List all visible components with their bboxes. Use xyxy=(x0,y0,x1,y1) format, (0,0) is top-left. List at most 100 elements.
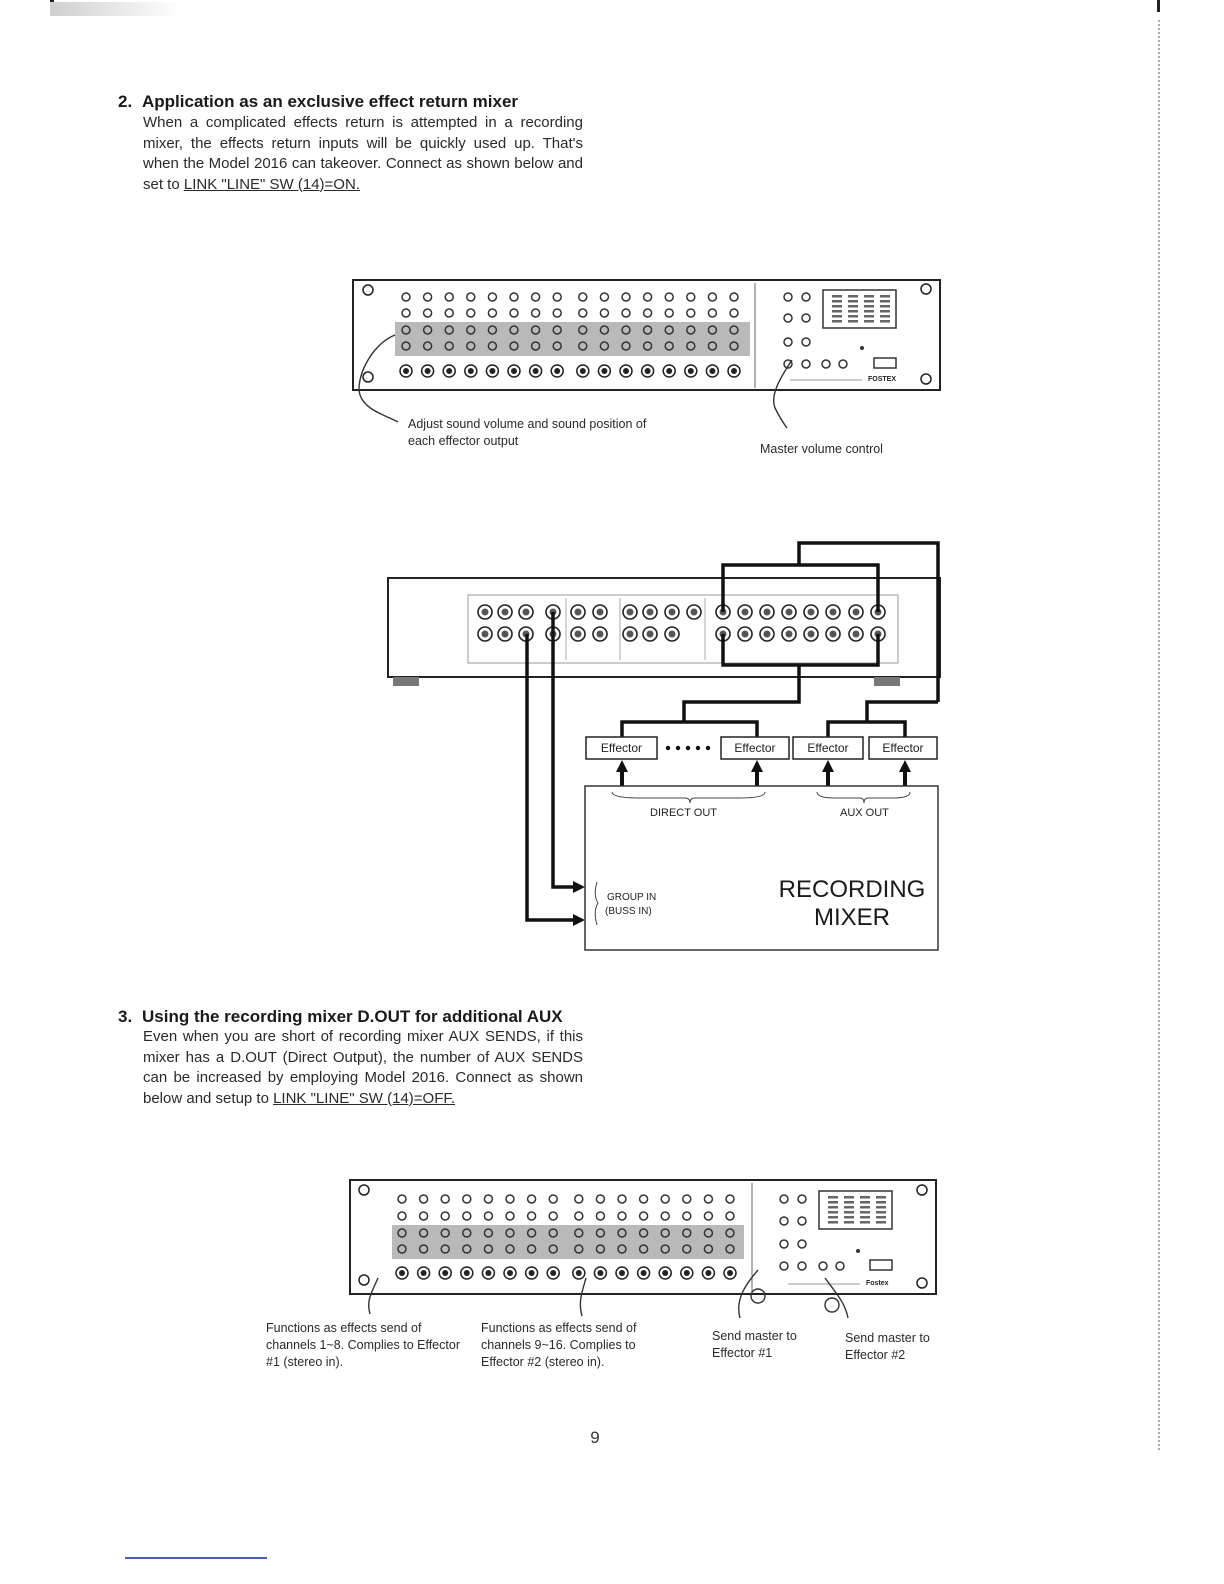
channel-knob xyxy=(418,1194,429,1204)
channel-knob xyxy=(617,1244,627,1254)
channel-knob xyxy=(725,1194,735,1204)
channel-knob xyxy=(552,292,562,302)
meter-segment xyxy=(828,1206,838,1209)
section-3-number: 3. xyxy=(118,1007,133,1026)
meter-segment xyxy=(876,1211,886,1214)
meter-segment xyxy=(832,315,842,318)
channel-knob xyxy=(595,1244,606,1254)
meter-segment xyxy=(848,305,858,308)
section-2-title: Application as an exclusive effect retur… xyxy=(142,92,519,111)
scan-smudge xyxy=(50,2,180,16)
meter-segment xyxy=(828,1216,838,1219)
recorder-jack-center xyxy=(668,630,676,638)
channel-knob xyxy=(574,1228,584,1238)
channel-knob xyxy=(686,292,696,302)
channel-knob xyxy=(642,292,653,302)
channel-knob xyxy=(638,1194,649,1204)
meter-segment xyxy=(860,1206,870,1209)
input-jack-center xyxy=(575,1270,582,1276)
section-3-paragraph: Even when you are short of recording mix… xyxy=(143,1027,583,1109)
aux-out-label: AUX OUT xyxy=(840,807,889,819)
input-jack-center xyxy=(619,1270,625,1276)
input-jack-center xyxy=(623,368,629,374)
channel-knob xyxy=(578,308,588,318)
input-jack-center xyxy=(683,1270,690,1276)
channel-knob xyxy=(422,325,433,335)
input-jack-center xyxy=(640,1270,647,1276)
meter-segment xyxy=(876,1201,886,1204)
channel-knob xyxy=(638,1228,649,1238)
channel-knob xyxy=(595,1228,606,1238)
channel-knob xyxy=(505,1244,515,1254)
meter-segment xyxy=(848,315,858,318)
channel-knob xyxy=(548,1211,558,1221)
channel-knob xyxy=(397,1244,407,1254)
channel-knob xyxy=(401,325,411,335)
input-jack-center xyxy=(662,1270,669,1276)
input-jack-center xyxy=(727,1270,733,1276)
rack-screw-icon xyxy=(916,1277,928,1289)
channel-knob xyxy=(617,1194,627,1204)
footer-rule xyxy=(125,1557,267,1559)
effector-label: Effector xyxy=(807,741,848,755)
channel-knob xyxy=(729,308,739,318)
recorder-jack-center xyxy=(596,630,604,638)
meter-segment xyxy=(864,320,874,323)
channel-knob xyxy=(621,325,631,335)
channel-knob xyxy=(682,1211,692,1221)
meter-segment xyxy=(860,1221,870,1224)
buss-in-label: (BUSS IN) xyxy=(605,906,652,917)
channel-jack-row xyxy=(399,364,741,378)
channel-knob xyxy=(401,341,411,351)
channel-knob xyxy=(725,1211,735,1221)
section-3-body: Even when you are short of recording mix… xyxy=(143,1028,583,1107)
channel-knob xyxy=(444,292,454,302)
rack-screw-icon xyxy=(916,1184,928,1196)
meter-segment xyxy=(864,310,874,313)
channel-knob xyxy=(621,292,631,302)
input-jack-center xyxy=(467,368,474,374)
channel-knob xyxy=(483,1211,494,1221)
meter-segment xyxy=(828,1221,838,1224)
channel-knob xyxy=(444,341,454,351)
channel-knob xyxy=(578,325,588,335)
recorder-jack-center xyxy=(741,608,749,616)
meter-segment xyxy=(876,1221,886,1224)
page-number: 9 xyxy=(590,1428,600,1447)
meter-segment xyxy=(864,295,874,298)
meter-segment xyxy=(828,1196,838,1199)
recorder-jack-center xyxy=(522,608,530,616)
channel-knob xyxy=(599,325,610,335)
channel-knob xyxy=(642,308,653,318)
group-in-label: GROUP IN xyxy=(607,892,656,903)
recorder-jack-center xyxy=(646,630,654,638)
meter-segment xyxy=(876,1206,886,1209)
recorder-jack-center xyxy=(596,608,604,616)
meter-segment xyxy=(860,1201,870,1204)
meter-segment xyxy=(860,1211,870,1214)
channel-knob xyxy=(578,341,588,351)
channel-knob xyxy=(526,1211,537,1221)
input-jack-center xyxy=(687,368,694,374)
channel-knob xyxy=(487,292,498,302)
meter-segment xyxy=(876,1216,886,1219)
channel-knob xyxy=(401,308,411,318)
diagram-1-caption-left: Adjust sound volume and sound position o… xyxy=(408,417,647,448)
channel-knob-grid xyxy=(397,1194,735,1254)
input-jack-center xyxy=(424,368,431,374)
channel-knob xyxy=(703,1194,714,1204)
channel-knob xyxy=(440,1228,450,1238)
channel-knob xyxy=(686,341,696,351)
meter-segment xyxy=(844,1221,854,1224)
channel-knob xyxy=(422,292,433,302)
channel-knob xyxy=(487,325,498,335)
channel-knob xyxy=(729,292,739,302)
brand-logo: FOSTEX xyxy=(868,376,896,383)
channel-knob xyxy=(642,325,653,335)
recorder-jack-center xyxy=(501,630,509,638)
channel-knob xyxy=(509,341,519,351)
level-meter xyxy=(818,1190,893,1230)
diagram-3-caption-1: Functions as effects send of channels 1~… xyxy=(266,1321,460,1369)
input-jack-center xyxy=(442,1270,449,1276)
input-jack-center xyxy=(420,1270,427,1276)
